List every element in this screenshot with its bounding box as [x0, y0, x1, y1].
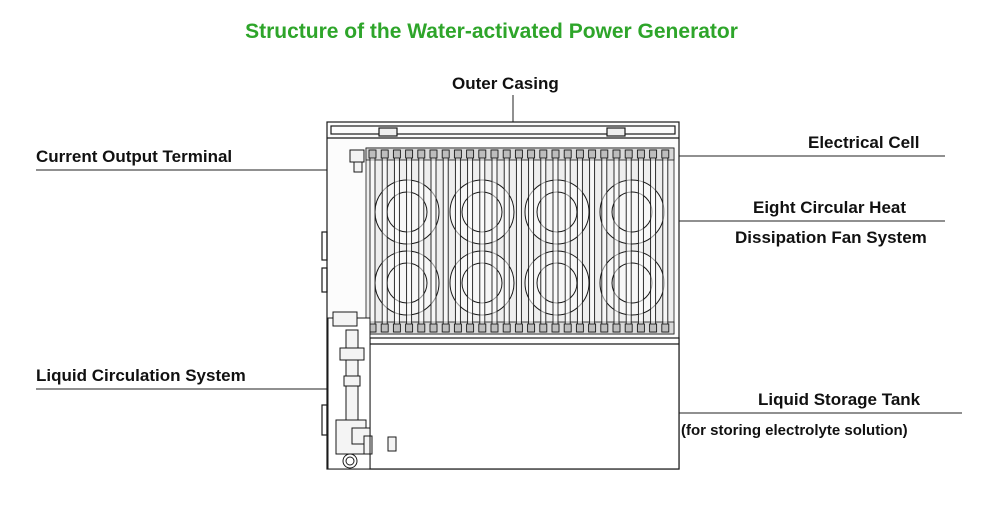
- cell-connector: [539, 323, 548, 333]
- cell-connector: [392, 323, 401, 333]
- cell-plate: [650, 149, 657, 333]
- cell-connector: [466, 323, 475, 333]
- cell-plate: [442, 149, 449, 333]
- cell-plate: [369, 149, 376, 333]
- cell-connector: [588, 149, 597, 159]
- label-current-output-terminal: Current Output Terminal: [36, 147, 233, 166]
- liquid-storage-tank: [369, 337, 680, 470]
- cell-connector: [453, 323, 462, 333]
- cell-connector: [636, 323, 645, 333]
- cell-plate: [479, 149, 486, 333]
- cell-plate: [503, 149, 510, 333]
- cell-plate: [430, 149, 437, 333]
- cell-plate: [576, 149, 583, 333]
- cell-plate: [637, 149, 644, 333]
- cell-connector: [612, 323, 621, 333]
- cell-connector: [441, 323, 450, 333]
- label-fan-system-line1: Eight Circular Heat: [753, 198, 907, 217]
- cell-connector: [600, 149, 609, 159]
- cell-connector: [649, 149, 658, 159]
- cell-connector: [624, 323, 633, 333]
- cell-plate: [564, 149, 571, 333]
- cell-connector: [624, 149, 633, 159]
- cell-plate: [454, 149, 461, 333]
- cell-plate: [552, 149, 559, 333]
- cell-connector: [490, 149, 499, 159]
- cell-plate: [662, 149, 669, 333]
- cell-connector: [563, 323, 572, 333]
- cell-connector: [649, 323, 658, 333]
- cell-connector: [441, 149, 450, 159]
- cell-connector: [502, 149, 511, 159]
- cell-connector: [661, 323, 670, 333]
- cell-connector: [392, 149, 401, 159]
- cell-plate: [515, 149, 522, 333]
- cell-plate: [393, 149, 400, 333]
- cell-plate: [540, 149, 547, 333]
- cell-connector: [380, 149, 389, 159]
- cell-connector: [380, 323, 389, 333]
- cell-connector: [417, 149, 426, 159]
- liquid-circulation-system: [327, 311, 397, 470]
- cell-connector: [575, 149, 584, 159]
- cell-plate: [467, 149, 474, 333]
- label-outer-casing: Outer Casing: [452, 74, 559, 93]
- cell-connector: [575, 323, 584, 333]
- cell-connector: [453, 149, 462, 159]
- cell-plate: [491, 149, 498, 333]
- cell-plate: [589, 149, 596, 333]
- cell-connector: [466, 149, 475, 159]
- label-liquid-storage-tank: Liquid Storage Tank: [758, 390, 921, 409]
- diagram-title: Structure of the Water-activated Power G…: [245, 20, 738, 43]
- cell-plate: [601, 149, 608, 333]
- cell-connector: [514, 149, 523, 159]
- cell-connector: [551, 323, 560, 333]
- label-electrical-cell: Electrical Cell: [808, 133, 920, 152]
- cell-connector: [527, 149, 536, 159]
- leader-lines: [36, 95, 962, 414]
- cell-connector: [429, 149, 438, 159]
- cell-plate: [418, 149, 425, 333]
- label-fan-system-line2: Dissipation Fan System: [735, 228, 927, 247]
- cell-connector: [368, 149, 377, 159]
- cell-plate: [613, 149, 620, 333]
- cell-connector: [490, 323, 499, 333]
- cell-connector: [551, 149, 560, 159]
- cell-connector: [588, 323, 597, 333]
- cell-connector: [429, 323, 438, 333]
- cell-plates: [368, 149, 670, 333]
- cell-connector: [478, 149, 487, 159]
- cell-connector: [527, 323, 536, 333]
- cell-connector: [405, 323, 414, 333]
- label-liquid-storage-note: (for storing electrolyte solution): [681, 422, 908, 439]
- output-terminal: [349, 149, 365, 173]
- cell-connector: [539, 149, 548, 159]
- cell-connector: [612, 149, 621, 159]
- cell-connector: [563, 149, 572, 159]
- cell-connector: [502, 323, 511, 333]
- cell-connector: [514, 323, 523, 333]
- cell-plate: [528, 149, 535, 333]
- cell-plate: [406, 149, 413, 333]
- cell-plate: [625, 149, 632, 333]
- cell-connector: [636, 149, 645, 159]
- cell-plate: [381, 149, 388, 333]
- cell-connector: [417, 323, 426, 333]
- label-liquid-circulation: Liquid Circulation System: [36, 366, 246, 385]
- cell-connector: [661, 149, 670, 159]
- cell-connector: [600, 323, 609, 333]
- cell-connector: [478, 323, 487, 333]
- cell-connector: [405, 149, 414, 159]
